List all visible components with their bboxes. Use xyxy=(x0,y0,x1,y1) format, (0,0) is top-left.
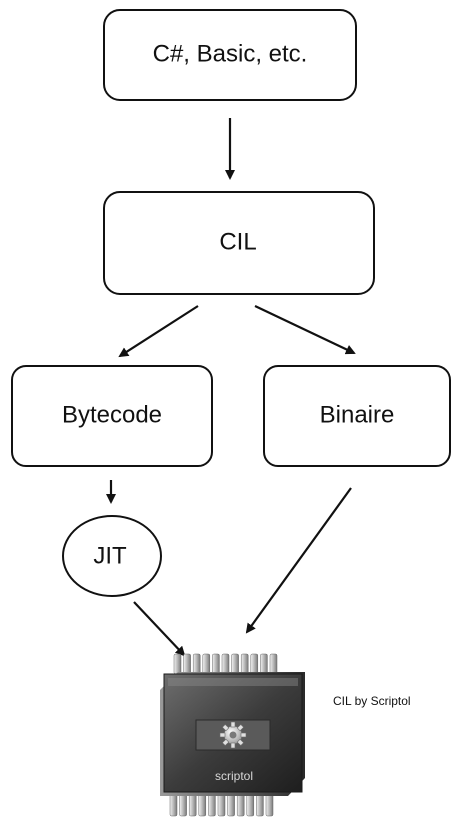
node-bytecode-box xyxy=(11,365,213,467)
chip-pin xyxy=(231,653,239,675)
chip-pin xyxy=(183,653,191,675)
chip-pin xyxy=(246,793,255,817)
chip-pin xyxy=(179,793,187,817)
chip-pin xyxy=(198,793,207,817)
chip-pin xyxy=(250,653,259,675)
chip-pins-bottom xyxy=(169,793,274,817)
node-jit: JIT xyxy=(62,515,162,597)
chip-pin xyxy=(169,793,178,817)
node-languages-label: C#, Basic, etc. xyxy=(153,40,308,67)
chip-pin xyxy=(236,793,245,817)
arrow-cil-to-binaire xyxy=(254,305,356,355)
chip-label: scriptol xyxy=(215,769,253,783)
node-cil-box xyxy=(103,191,375,295)
chip-pin xyxy=(256,793,264,817)
chip-pin xyxy=(227,793,235,817)
node-cil-label: CIL xyxy=(219,228,256,255)
gear-icon xyxy=(219,721,247,749)
node-cil: CIL xyxy=(103,191,375,295)
chip-pin xyxy=(260,653,268,675)
chip-pin xyxy=(221,653,230,675)
node-languages-box xyxy=(103,9,357,101)
node-bytecode-label: Bytecode xyxy=(62,401,162,428)
chip-pin xyxy=(188,793,197,817)
chip-pin xyxy=(208,793,216,817)
node-binaire: Binaire xyxy=(263,365,451,467)
chip-pin xyxy=(202,653,211,675)
chip-pins-top xyxy=(173,653,278,675)
chip-pin xyxy=(265,793,274,817)
arrow-cil-to-bytecode xyxy=(118,305,199,358)
chip-pin xyxy=(217,793,226,817)
arrow-jit-to-chip xyxy=(133,601,186,657)
arrow-binaire-to-chip xyxy=(245,487,352,634)
node-binaire-box xyxy=(263,365,451,467)
credit-label: CIL by Scriptol xyxy=(333,694,411,708)
chip-pin xyxy=(240,653,249,675)
node-binaire-label: Binaire xyxy=(320,401,395,428)
chip-pin xyxy=(212,653,220,675)
processor-chip-image: scriptol xyxy=(160,653,305,817)
node-jit-label: JIT xyxy=(93,542,127,569)
node-languages: C#, Basic, etc. xyxy=(103,9,357,101)
chip-pin xyxy=(269,653,278,675)
chip-pin xyxy=(192,653,201,675)
chip-highlight xyxy=(168,678,298,686)
node-jit-ellipse xyxy=(62,515,162,597)
node-bytecode: Bytecode xyxy=(11,365,213,467)
chip-pin xyxy=(173,653,182,675)
